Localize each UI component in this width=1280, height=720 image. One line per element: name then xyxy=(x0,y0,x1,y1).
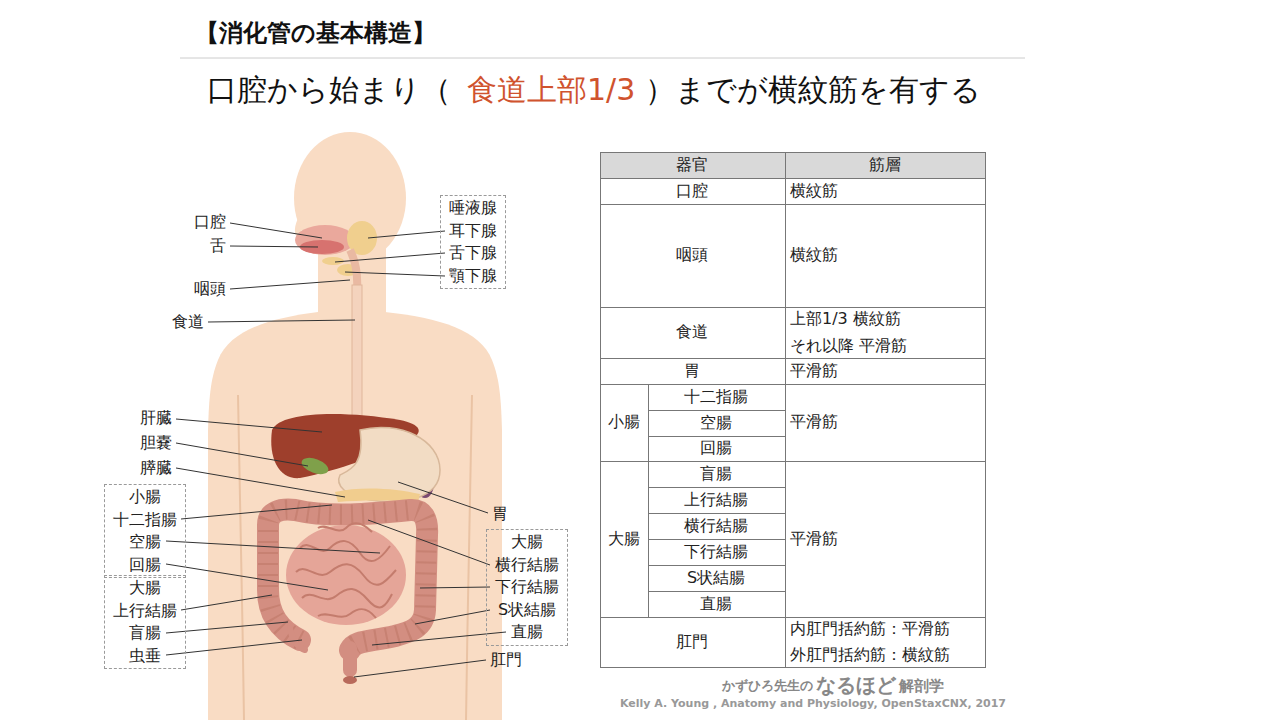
table-grid xyxy=(600,152,986,668)
subtitle: 口腔から始まり（ xyxy=(207,72,451,108)
table-header: 器官 xyxy=(676,155,708,174)
part-label: 直腸 xyxy=(511,621,543,644)
group-heading: 大腸 xyxy=(129,577,161,600)
part-label: 十二指腸 xyxy=(113,509,177,532)
group-box: 大腸横行結腸下行結腸S状結腸直腸 xyxy=(486,529,568,646)
part-label: 舌 xyxy=(210,236,226,255)
part-label: 胃 xyxy=(492,504,508,523)
oral-cavity xyxy=(295,225,355,255)
table-cell: 口腔 xyxy=(676,181,708,200)
arm-line xyxy=(238,395,244,720)
title-rule xyxy=(180,58,1025,59)
intestine-coils xyxy=(296,523,396,618)
table-cell: 上部1/3 横紋筋 xyxy=(790,309,901,328)
table-cell: 平滑筋 xyxy=(790,412,838,431)
esophagus xyxy=(352,285,362,435)
table-cell: 下行結腸 xyxy=(684,542,748,561)
table-cell: 直腸 xyxy=(700,594,732,613)
table-cell: 回腸 xyxy=(700,438,732,457)
group-box: 小腸十二指腸空腸回腸 xyxy=(104,484,186,578)
table-cell: それ以降 平滑筋 xyxy=(790,336,907,355)
gallbladder xyxy=(299,455,330,478)
part-label: 咽頭 xyxy=(194,279,226,298)
part-label: 下行結腸 xyxy=(495,576,559,599)
table-cell: 食道 xyxy=(676,322,708,341)
part-label: 肝臓 xyxy=(140,408,172,427)
part-label: 舌下腺 xyxy=(449,242,497,265)
part-label: 盲腸 xyxy=(129,622,161,645)
part-label: 胆嚢 xyxy=(140,433,172,452)
part-label: 虫垂 xyxy=(129,645,161,668)
small-intestine xyxy=(286,525,406,625)
sublingual-gland xyxy=(322,257,344,265)
table-cell: 十二指腸 xyxy=(684,387,748,406)
credit-logo: かずひろ先生の xyxy=(722,678,813,694)
part-label: 顎下腺 xyxy=(449,265,497,288)
table-cell: 大腸 xyxy=(608,529,640,548)
table-cell: 外肛門括約筋：横紋筋 xyxy=(790,645,950,664)
large-intestine xyxy=(268,510,427,650)
haustra xyxy=(268,510,427,650)
group-box: 唾液腺耳下腺舌下腺顎下腺 xyxy=(440,195,506,289)
head xyxy=(294,132,406,264)
table-cell: 肛門 xyxy=(676,632,708,651)
part-label: 肛門 xyxy=(490,650,522,669)
table-cell: 横紋筋 xyxy=(790,181,838,200)
group-heading: 小腸 xyxy=(129,486,161,509)
table-cell: S状結腸 xyxy=(687,568,745,587)
credit-logo: なるほど xyxy=(816,673,896,697)
group-box: 大腸上行結腸盲腸虫垂 xyxy=(104,575,186,669)
appendix xyxy=(290,628,305,650)
table-cell: 空腸 xyxy=(700,413,732,432)
table-header: 筋層 xyxy=(869,155,901,174)
table-cell: 横紋筋 xyxy=(790,245,838,264)
table-cell: 盲腸 xyxy=(700,464,732,483)
table-cell: 平滑筋 xyxy=(790,361,838,380)
part-label: 回腸 xyxy=(129,554,161,577)
subtitle-highlight: 食道上部1/3 xyxy=(467,72,635,108)
part-label: 口腔 xyxy=(194,212,226,231)
part-label: S状結腸 xyxy=(498,599,556,622)
credit-logo: 解剖学 xyxy=(899,677,944,695)
part-label: 膵臓 xyxy=(140,458,172,477)
page-title: 【消化管の基本構造】 xyxy=(195,19,436,48)
table-cell: 胃 xyxy=(684,361,700,380)
table-cell: 内肛門括約筋：平滑筋 xyxy=(790,619,950,638)
part-label: 耳下腺 xyxy=(449,220,497,243)
table-cell: 小腸 xyxy=(608,412,640,431)
organs xyxy=(268,221,440,684)
part-label: 横行結腸 xyxy=(495,554,559,577)
part-label: 空腸 xyxy=(129,531,161,554)
part-label: 食道 xyxy=(172,312,204,331)
group-heading: 唾液腺 xyxy=(449,197,497,220)
source-credit: Kelly A. Young , Anatomy and Physiology,… xyxy=(620,697,1006,710)
pharynx xyxy=(350,250,357,290)
table-cell: 平滑筋 xyxy=(790,529,838,548)
part-label: 上行結腸 xyxy=(113,600,177,623)
table-cell: 横行結腸 xyxy=(684,516,748,535)
table-cell: 咽頭 xyxy=(676,245,708,264)
rectum xyxy=(343,648,357,670)
table-cell: 上行結腸 xyxy=(684,490,748,509)
leader-lines xyxy=(166,223,506,677)
subtitle: ）までが横紋筋を有する xyxy=(645,72,981,108)
group-heading: 大腸 xyxy=(511,531,543,554)
